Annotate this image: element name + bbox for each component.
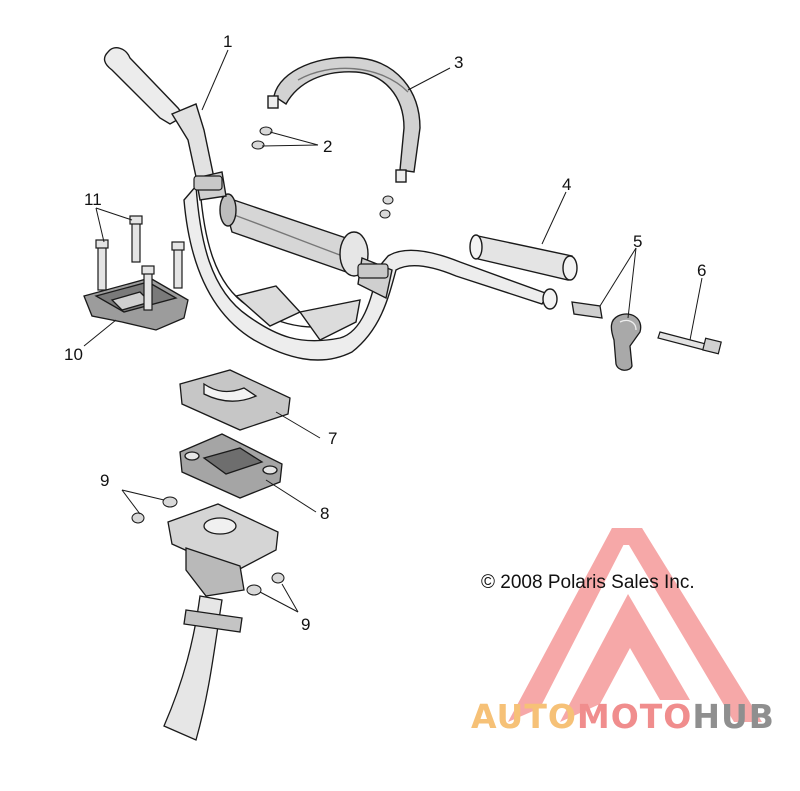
grip-part [469, 234, 578, 281]
wordmark-moto: MOTO [576, 697, 693, 736]
callout-7: 7 [328, 429, 338, 448]
nut-pair-2-icon [251, 126, 394, 219]
upper-clamp-7-part [179, 369, 291, 431]
callout-2: 2 [323, 137, 333, 156]
copyright-notice: © 2008 Polaris Sales Inc. [481, 572, 695, 593]
callout-11: 11 [84, 190, 102, 209]
riser-column-part [163, 503, 279, 741]
callout-10: 10 [64, 345, 83, 364]
callout-leader-lines [83, 49, 703, 613]
throttle-part [571, 301, 642, 371]
watermark-wordmark: AUTOMOTOHUB [471, 700, 775, 733]
handlebar-part [103, 47, 558, 361]
clamp-assembly-10-part [83, 277, 189, 331]
clamp-clip-icons [193, 175, 389, 279]
callout-6: 6 [697, 261, 707, 280]
callout-9-upper: 9 [100, 471, 110, 490]
wordmark-hub: HUB [692, 697, 775, 736]
callout-1: 1 [223, 32, 233, 51]
watermark-logo-icon [508, 528, 762, 722]
callout-8: 8 [320, 504, 330, 523]
bolt-6-part [657, 331, 722, 355]
callout-3: 3 [454, 53, 464, 72]
callout-5: 5 [633, 232, 643, 251]
lower-clamp-8-part [179, 433, 283, 499]
bolts-11-part [95, 215, 185, 311]
wordmark-auto: AUTO [471, 697, 577, 736]
callout-9-lower: 9 [301, 615, 311, 634]
crossbar-pad-part [195, 171, 393, 300]
callout-4: 4 [562, 175, 572, 194]
nut-set-9-icon [131, 496, 285, 596]
strap-part [267, 56, 421, 183]
